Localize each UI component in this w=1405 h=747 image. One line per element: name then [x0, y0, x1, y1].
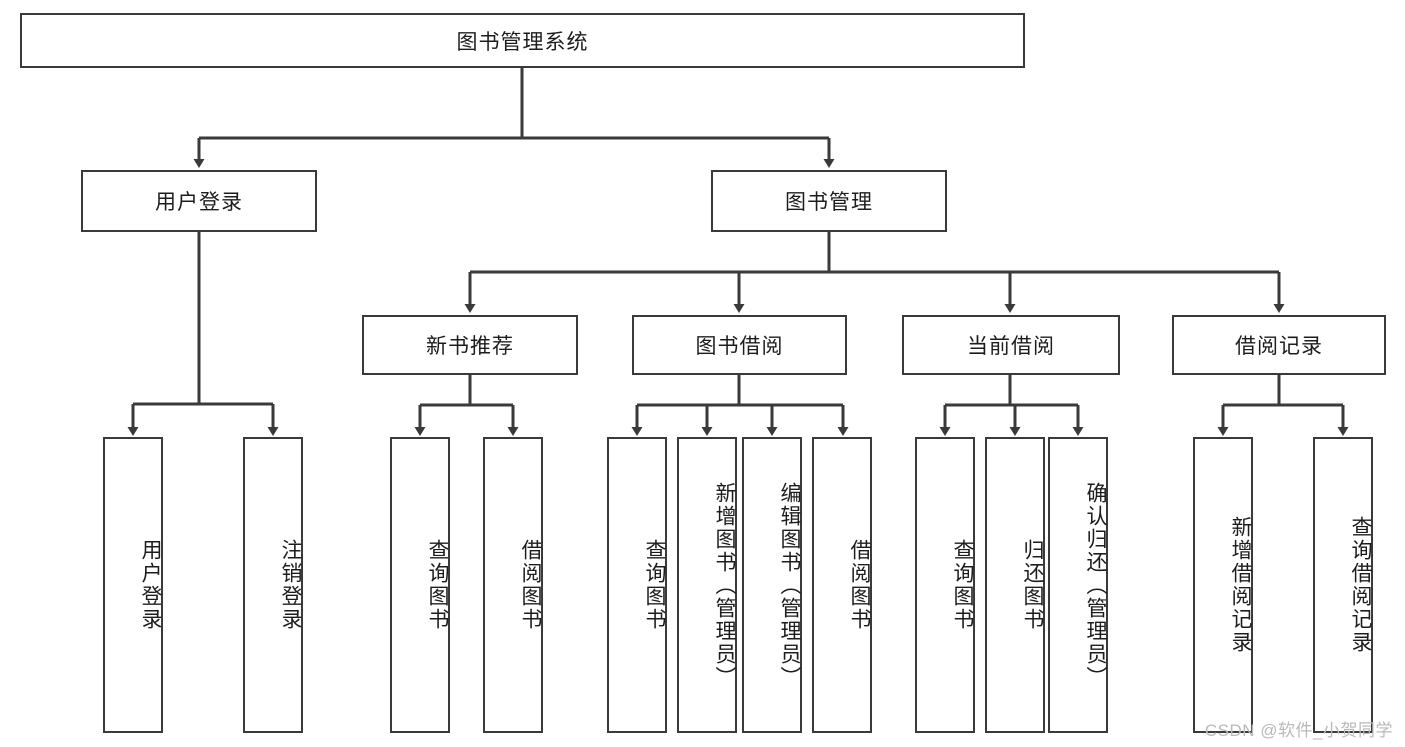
leaf-label: 查询图书	[426, 539, 449, 631]
node-root-label: 图书管理系统	[456, 30, 589, 54]
leaf-current-confirm-return-admin[interactable]: 确认归还（管理员）	[1048, 437, 1108, 733]
leaf-label: 查询图书	[951, 539, 974, 631]
leaf-current-return-book[interactable]: 归还图书	[985, 437, 1045, 733]
node-book-management-label: 图书管理	[785, 191, 873, 214]
leaf-label: 新增借阅记录	[1229, 516, 1252, 654]
leaf-label: 查询图书	[643, 539, 666, 631]
leaf-label: 归还图书	[1021, 539, 1044, 631]
leaf-borrow-edit-book-admin[interactable]: 编辑图书（管理员）	[742, 437, 802, 733]
node-book-borrow[interactable]: 图书借阅	[632, 315, 847, 375]
leaf-label: 确认归还（管理员）	[1084, 481, 1107, 689]
leaf-label: 借阅图书	[519, 539, 542, 631]
leaf-record-query-record[interactable]: 查询借阅记录	[1313, 437, 1373, 733]
leaf-record-add-record[interactable]: 新增借阅记录	[1193, 437, 1253, 733]
leaf-user-login-logout[interactable]: 注销登录	[243, 437, 303, 733]
node-current-borrow[interactable]: 当前借阅	[902, 315, 1120, 375]
leaf-recommend-borrow-book[interactable]: 借阅图书	[483, 437, 543, 733]
node-new-book-recommend[interactable]: 新书推荐	[362, 315, 578, 375]
node-book-borrow-label: 图书借阅	[695, 335, 784, 358]
leaf-borrow-borrow-book[interactable]: 借阅图书	[812, 437, 872, 733]
node-current-borrow-label: 当前借阅	[967, 335, 1055, 358]
node-user-login[interactable]: 用户登录	[81, 170, 317, 232]
leaf-borrow-query-book[interactable]: 查询图书	[607, 437, 667, 733]
node-borrow-record-label: 借阅记录	[1235, 335, 1323, 358]
node-new-book-recommend-label: 新书推荐	[426, 335, 514, 358]
node-root[interactable]: 图书管理系统	[20, 13, 1025, 68]
leaf-current-query-book[interactable]: 查询图书	[915, 437, 975, 733]
leaf-label: 编辑图书（管理员）	[778, 481, 801, 689]
leaf-label: 借阅图书	[848, 539, 871, 631]
leaf-label: 注销登录	[279, 539, 302, 631]
leaf-recommend-query-book[interactable]: 查询图书	[390, 437, 450, 733]
leaf-label: 用户登录	[139, 539, 162, 631]
node-book-management[interactable]: 图书管理	[711, 170, 947, 232]
node-borrow-record[interactable]: 借阅记录	[1172, 315, 1386, 375]
leaf-user-login-login[interactable]: 用户登录	[103, 437, 163, 733]
leaf-label: 新增图书（管理员）	[713, 481, 736, 689]
leaf-label: 查询借阅记录	[1349, 516, 1372, 654]
node-user-login-label: 用户登录	[155, 191, 243, 214]
leaf-borrow-add-book-admin[interactable]: 新增图书（管理员）	[677, 437, 737, 733]
